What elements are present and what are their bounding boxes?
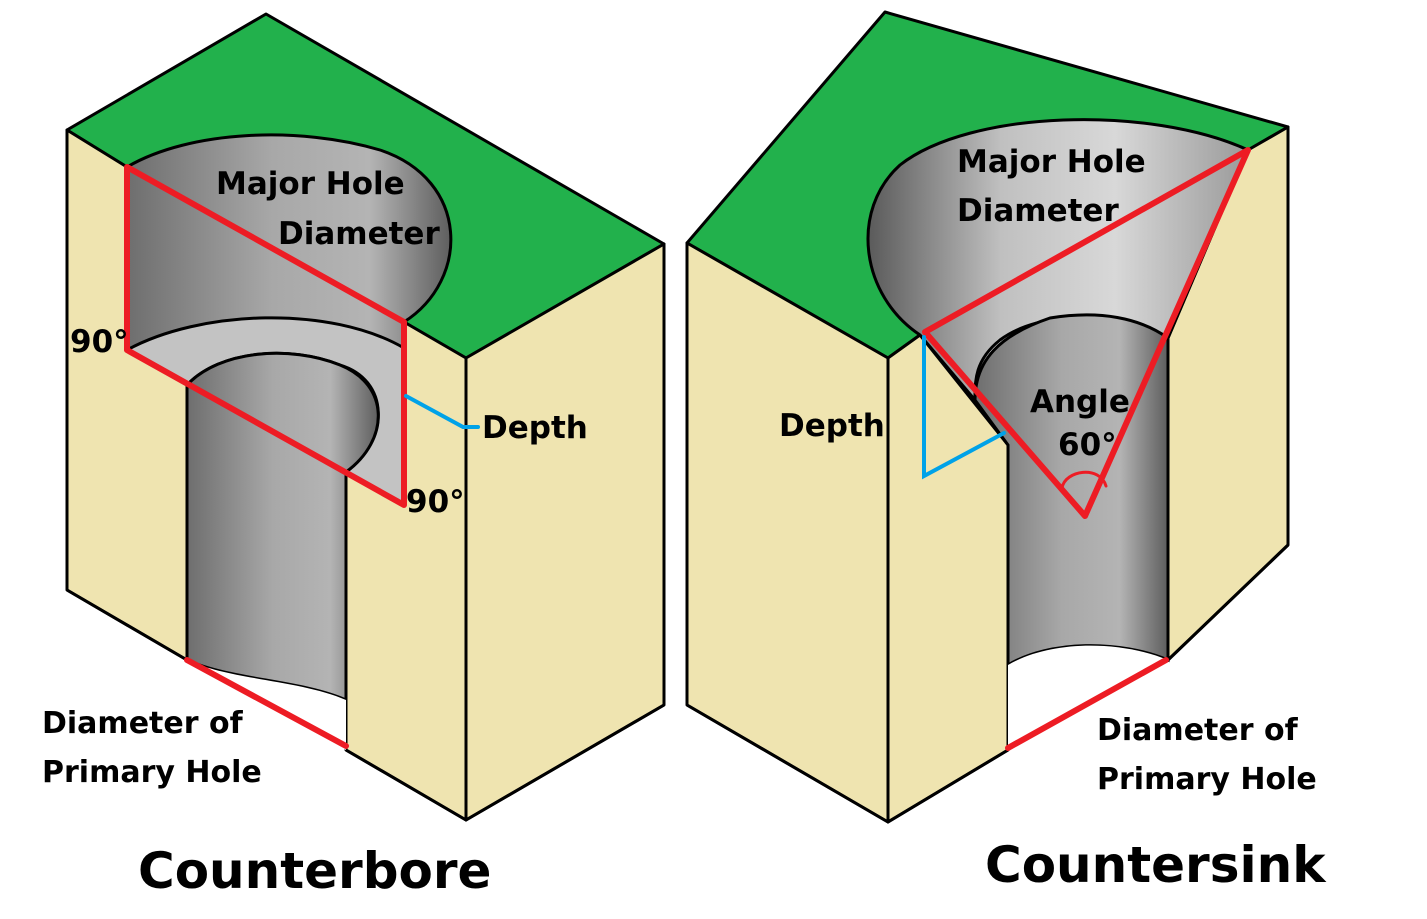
- counterbore-major-label-1: Major Hole: [216, 166, 405, 202]
- countersink-title: Countersink: [985, 836, 1327, 894]
- countersink-major-label-1: Major Hole: [957, 144, 1146, 180]
- counterbore-angle-top: 90°: [70, 324, 129, 360]
- counterbore-primary-diameter-line: [184, 657, 349, 749]
- countersink-angle-arc: [1060, 470, 1108, 490]
- countersink-primary-label-1: Diameter of: [1097, 713, 1299, 748]
- countersink-primary-diameter-line: [1005, 657, 1169, 751]
- countersink-angle-value: 60°: [1058, 427, 1117, 463]
- countersink-depth-label: Depth: [779, 408, 885, 444]
- countersink-primary-label-2: Primary Hole: [1097, 762, 1317, 797]
- counterbore-primary-label-1: Diameter of: [42, 706, 244, 741]
- counterbore-major-label-2: Diameter: [278, 216, 440, 252]
- counterbore-primary-label-2: Primary Hole: [42, 755, 262, 790]
- counterbore-major-diameter-line: [124, 164, 407, 508]
- counterbore-depth-label: Depth: [482, 410, 588, 446]
- counterbore-title: Counterbore: [138, 842, 491, 900]
- countersink-block: [685, 10, 1290, 824]
- countersink-major-label-2: Diameter: [957, 193, 1119, 229]
- countersink-angle-label: Angle: [1030, 384, 1130, 420]
- countersink-depth-indicator: [922, 335, 1006, 480]
- counterbore-depth-leader: [404, 394, 480, 429]
- countersink-cone-triangle: [922, 147, 1251, 519]
- counterbore-angle-bottom: 90°: [406, 484, 465, 520]
- counterbore-block: [65, 12, 666, 822]
